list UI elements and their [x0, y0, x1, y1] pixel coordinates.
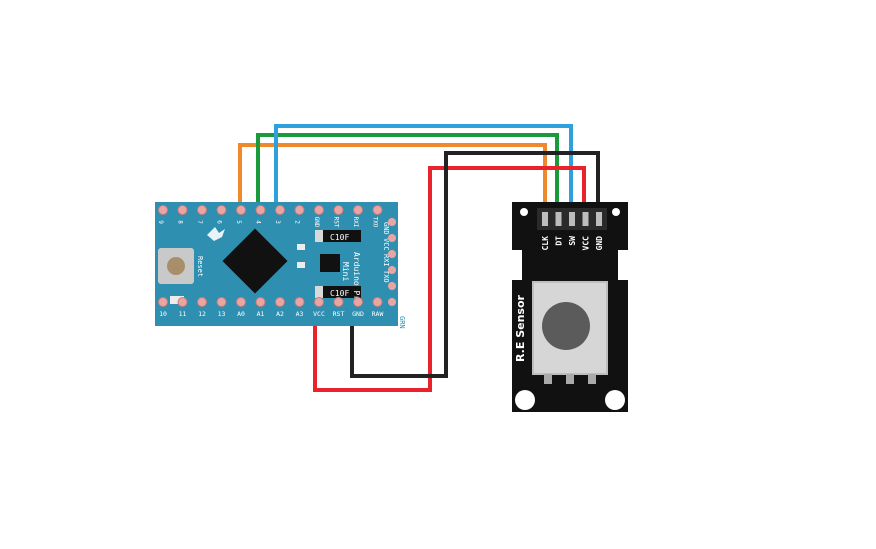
arduino-pin-label-bottom: 10 — [159, 310, 167, 318]
smd-component — [170, 296, 184, 304]
capacitor-top — [315, 230, 361, 242]
arduino-pin-gnd — [314, 205, 324, 215]
arduino-pin-8 — [177, 205, 188, 215]
capacitor-top-label: C10F — [330, 233, 349, 242]
sensor-pin-sw — [569, 212, 575, 226]
encoder-knob[interactable] — [542, 302, 590, 350]
regulator — [320, 254, 340, 272]
sensor-pin-vcc — [582, 212, 589, 226]
arduino-pin-label-top: 7 — [196, 220, 203, 224]
sensor-pin-clk — [542, 212, 548, 226]
side-label-rxi: RXI — [382, 254, 390, 267]
arduino-pin-2 — [294, 205, 305, 215]
arduino-pin-label-top: 6 — [216, 220, 223, 224]
sensor-name: R.E Sensor — [514, 294, 527, 362]
wires — [238, 124, 600, 392]
wire-red-vcc — [313, 166, 586, 392]
arduino-pin-label-top: RXI — [352, 217, 359, 228]
sensor-pin-label: CLK — [541, 236, 550, 251]
wire-green-d4-dt — [256, 133, 559, 212]
sensor-pins: CLK DT SW VCC GND — [541, 212, 604, 250]
arduino-pin-label-bottom: VCC — [313, 310, 325, 318]
board-title-line1: Arduino Pro — [352, 252, 361, 305]
arduino-pin-label-top: 4 — [255, 220, 262, 224]
arduino-pin-label-bottom: RAW — [372, 310, 384, 318]
arduino-pin-raw — [372, 297, 383, 307]
blk-label: BLK — [383, 202, 396, 210]
sensor-pin-dt — [555, 212, 562, 226]
mount-hole-left — [515, 390, 535, 410]
sensor-pin-label: VCC — [582, 236, 591, 251]
sensor-pin-label: DT — [555, 236, 564, 246]
arduino-pin-label-top: 8 — [177, 220, 184, 224]
arduino-pin-4 — [255, 205, 266, 215]
arduino-pro-mini-board: Reset C10F C10F Arduino Pro Mini GND VCC… — [155, 202, 406, 329]
wire-orange-d5-clk — [238, 143, 547, 212]
arduino-pin-a1 — [255, 297, 266, 307]
arduino-pin-9 — [158, 205, 168, 215]
bottom-header-pins: 10 11 12 13 A0 A1 A2 A3 VCC RST GND RAW — [158, 297, 384, 318]
arduino-pin-rst — [333, 205, 344, 215]
arduino-pin-12 — [197, 297, 207, 307]
arduino-pin-label-bottom: A0 — [237, 310, 245, 318]
arduino-pin-label-top: 3 — [274, 220, 281, 224]
side-label-vcc: VCC — [382, 238, 390, 251]
arduino-pin-label-top: TXO — [372, 217, 379, 228]
microcontroller-chip — [222, 228, 288, 294]
side-label-gnd: GND — [382, 222, 390, 235]
grn-label: GRN — [398, 316, 406, 329]
arduino-pin-label-bottom: 12 — [198, 310, 206, 318]
arduino-pin-a0 — [236, 297, 246, 307]
sensor-pin-gnd — [596, 212, 602, 226]
arduino-pin-gnd — [353, 297, 363, 307]
mount-hole-right — [605, 390, 625, 410]
arduino-pin-vcc — [314, 297, 324, 307]
arduino-pin-txo — [372, 205, 383, 215]
arduino-pin-label-bottom: 11 — [179, 310, 187, 318]
arduino-pin-6 — [216, 205, 227, 215]
arduino-pin-rst — [333, 297, 344, 307]
arduino-pin-a3 — [294, 297, 305, 307]
arduino-pin-label-bottom: RST — [333, 310, 345, 318]
arduino-pin-label-bottom: A1 — [257, 310, 265, 318]
arduino-pin-label-bottom: A3 — [296, 310, 304, 318]
capacitor-bottom-label: C10F — [330, 289, 349, 298]
arduino-pin-3 — [275, 205, 285, 215]
sensor-pin-label: SW — [568, 236, 577, 246]
reset-button-cap — [167, 257, 185, 275]
reset-label: Reset — [196, 256, 204, 277]
arduino-pin-label-bottom: A2 — [276, 310, 284, 318]
side-label-txo: TXO — [382, 270, 390, 283]
sensor-pin-label: GND — [595, 236, 604, 251]
rotary-encoder-board: CLK DT SW VCC GND R.E Sensor — [512, 202, 628, 412]
arduino-pin-rxi — [353, 205, 363, 215]
logo-icon — [207, 227, 225, 241]
arduino-pin-label-bottom: 13 — [218, 310, 226, 318]
top-header-pins: 9 8 7 6 5 4 3 2 GND RST RXI TXO — [157, 205, 383, 228]
arduino-pin-label-top: 9 — [157, 220, 164, 224]
capacitor-bottom — [315, 286, 361, 298]
arduino-pin-label-top: 5 — [235, 220, 242, 224]
arduino-pin-label-top: GND — [313, 217, 320, 228]
board-title-line2: Mini — [341, 262, 350, 281]
arduino-pin-11 — [177, 297, 188, 307]
arduino-pin-a2 — [275, 297, 285, 307]
arduino-pin-label-top: 2 — [294, 220, 301, 224]
arduino-pin-label-top: RST — [333, 217, 340, 228]
wire-black-gnd — [350, 151, 600, 378]
arduino-pin-label-bottom: GND — [352, 310, 364, 318]
arduino-pin-10 — [158, 297, 168, 307]
arduino-pin-13 — [216, 297, 227, 307]
arduino-pin-5 — [236, 205, 246, 215]
arduino-pin-7 — [197, 205, 207, 215]
